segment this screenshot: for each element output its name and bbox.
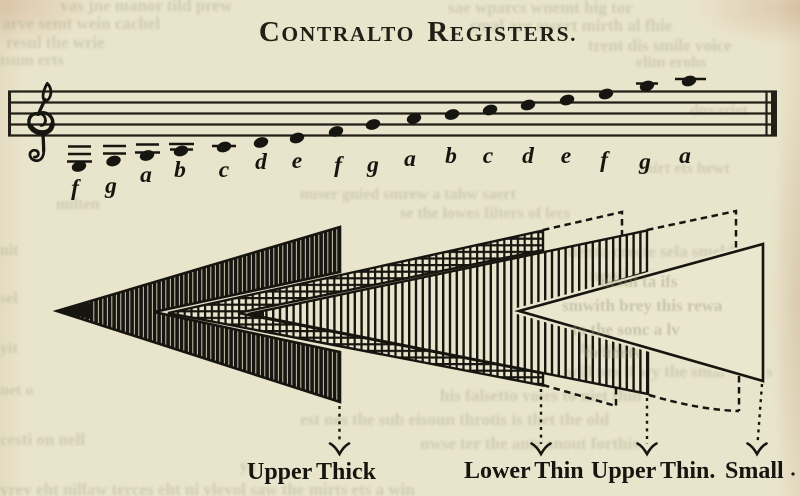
svg-text:to anets: to anets <box>584 343 641 362</box>
svg-text:d: d <box>255 149 268 175</box>
svg-text:g: g <box>366 152 379 178</box>
svg-text:f: f <box>334 152 344 178</box>
svg-text:Upper Thin.: Upper Thin. <box>591 458 715 484</box>
svg-text:Lower Thin: Lower Thin <box>464 458 584 484</box>
svg-text:a: a <box>140 162 152 188</box>
svg-text:d: d <box>522 143 535 169</box>
svg-text:a: a <box>404 146 416 172</box>
svg-text:c: c <box>483 143 494 169</box>
svg-text:e: e <box>292 148 302 174</box>
svg-text:Upper Thick: Upper Thick <box>247 459 377 485</box>
svg-text:b: b <box>174 157 186 183</box>
svg-text:Small: Small <box>725 458 784 484</box>
svg-text:g: g <box>638 149 651 175</box>
svg-text:nesul ta ifs: nesul ta ifs <box>600 272 678 291</box>
svg-text:a: a <box>679 143 691 169</box>
svg-text:g: g <box>104 173 117 199</box>
svg-text:e: e <box>561 143 571 169</box>
svg-text:b: b <box>445 143 457 169</box>
svg-text:c: c <box>219 157 230 183</box>
svg-text:f: f <box>600 147 610 173</box>
svg-text:smwith brey this rewa: smwith brey this rewa <box>562 296 723 315</box>
svg-text:f: f <box>71 175 81 201</box>
svg-text:to the sonc a lv: to the sonc a lv <box>572 320 680 339</box>
